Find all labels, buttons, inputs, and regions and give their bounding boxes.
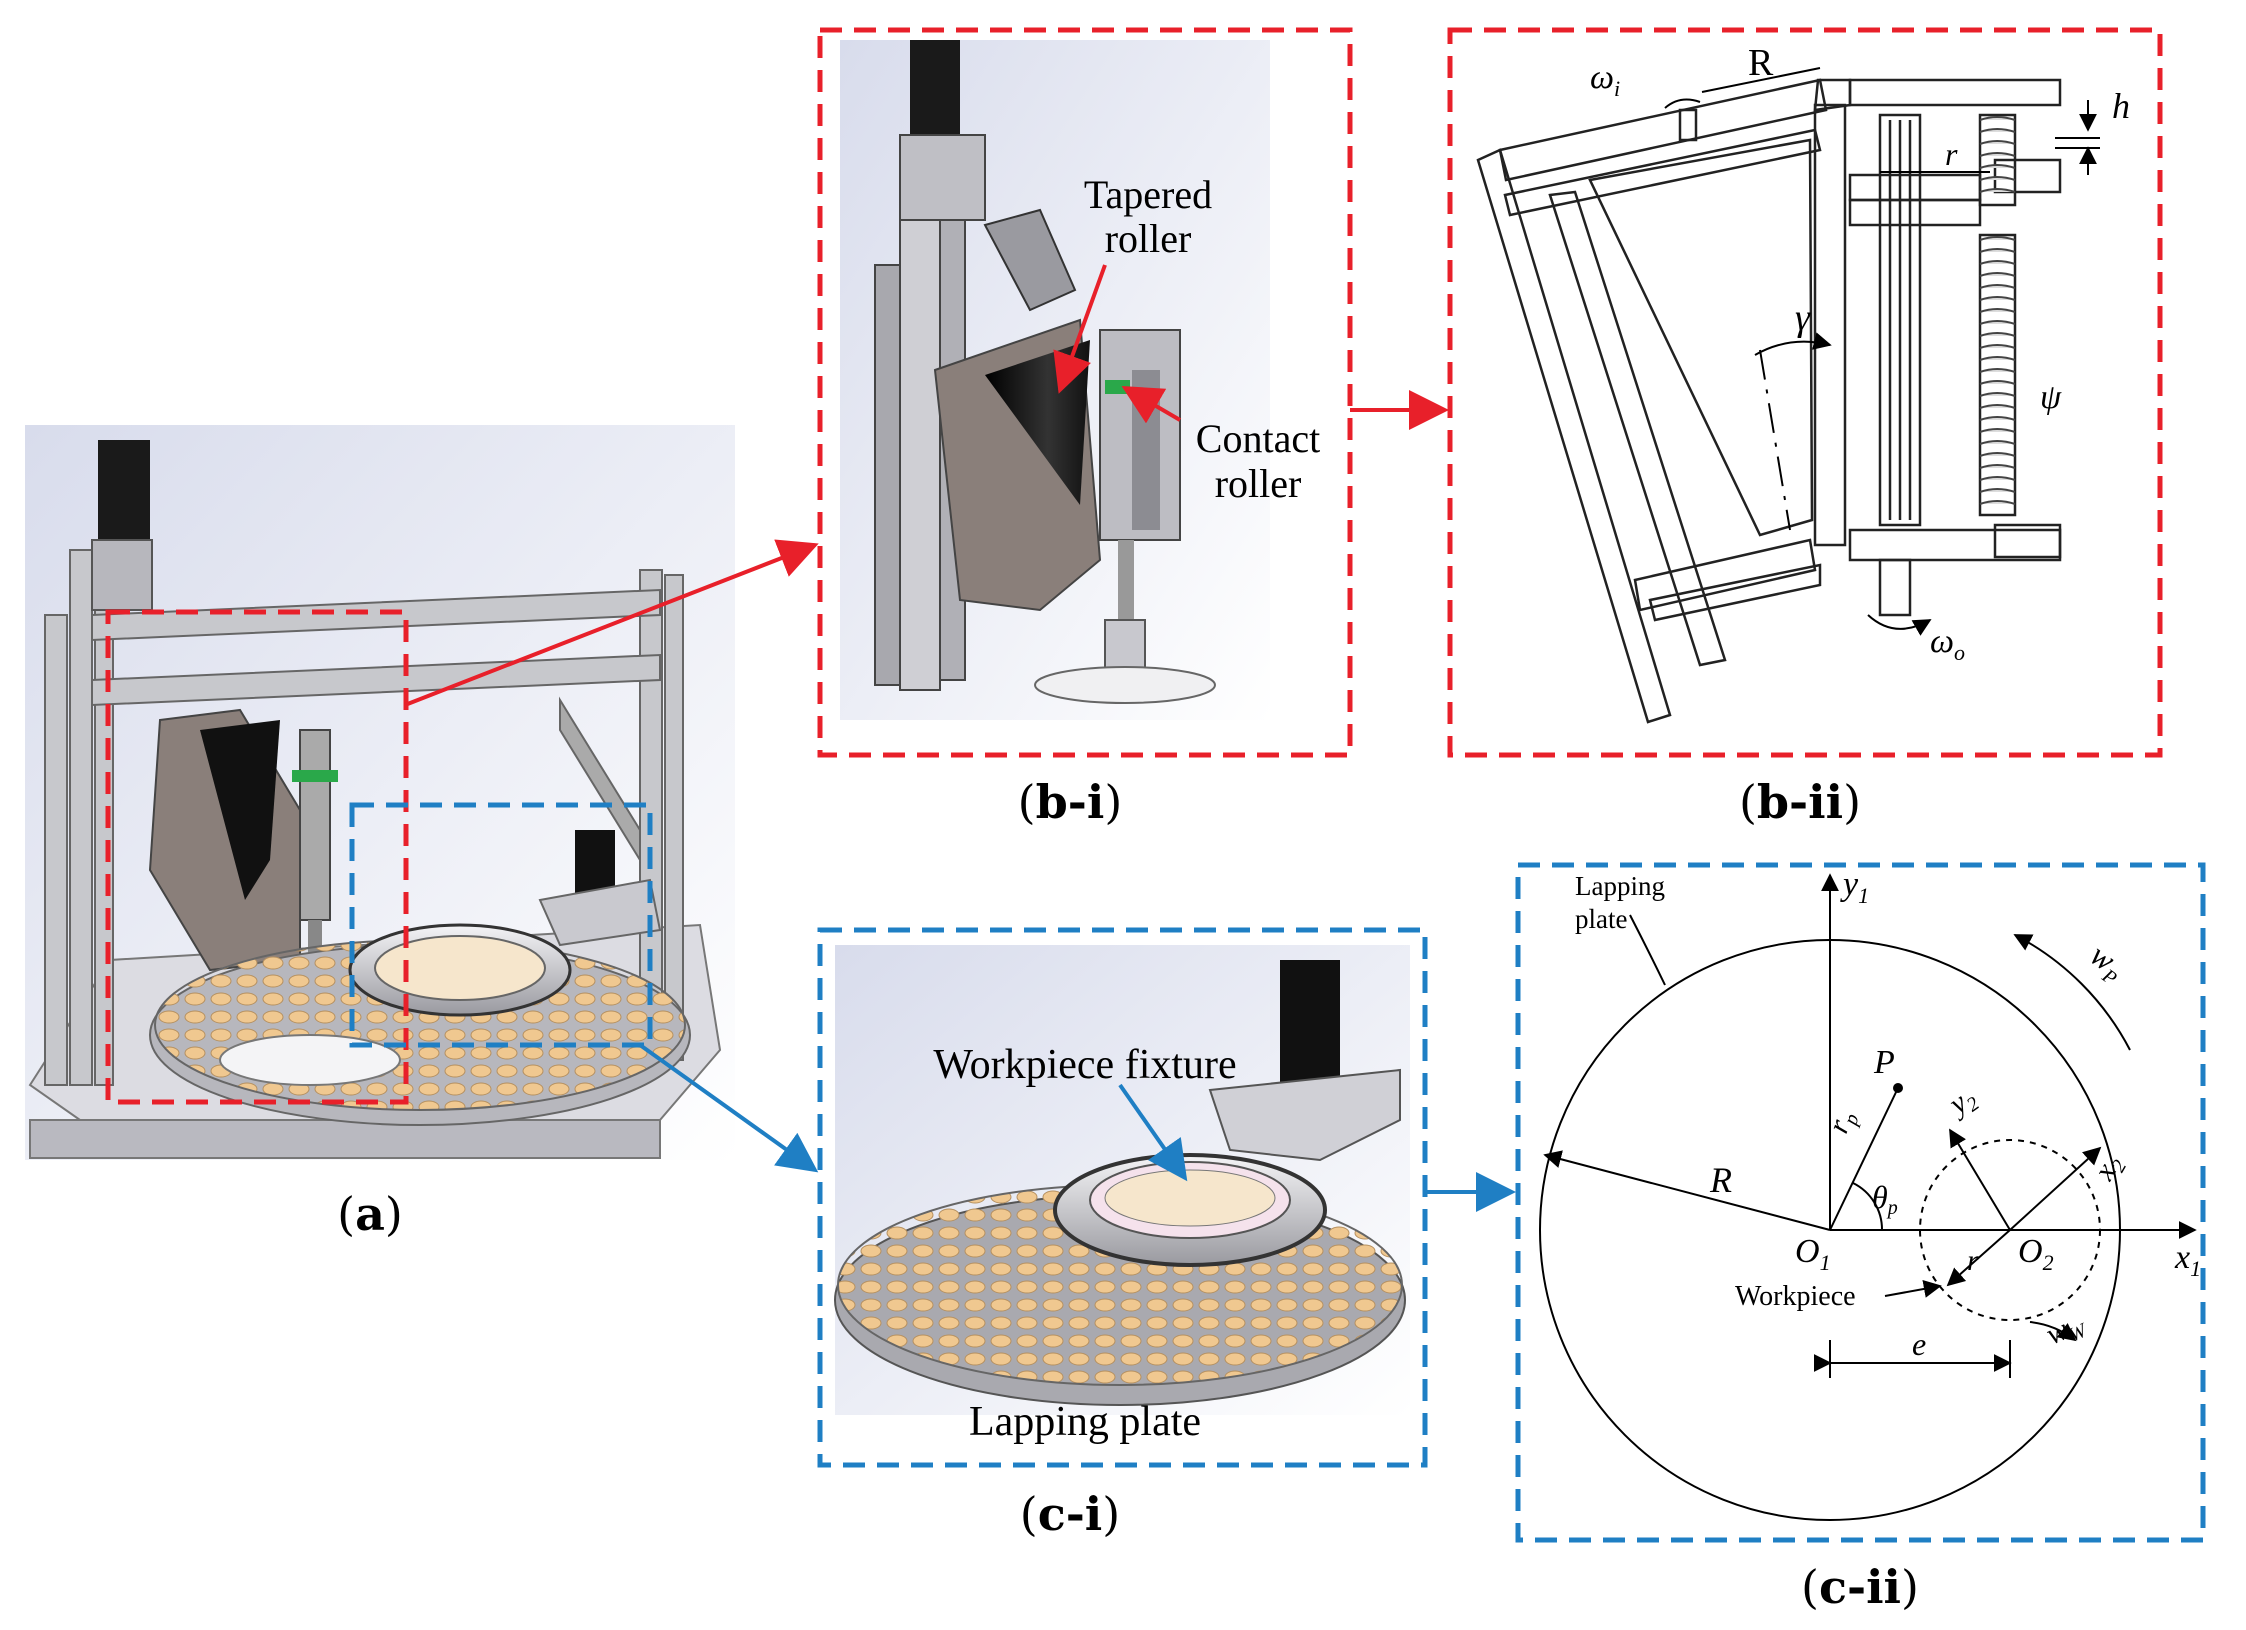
red-dashed-frame-bi: [817, 27, 1353, 758]
symbol-omega-o: ωo: [1930, 623, 1965, 665]
point-P: [1893, 1083, 1903, 1093]
theta-arc: [1852, 1182, 1884, 1231]
lapping-plate-a: [149, 830, 691, 1126]
blue-dashed-frame-ci: [817, 927, 1428, 1468]
symbol-P: P: [1873, 1044, 1895, 1081]
workpiece-leader: [1884, 1280, 1942, 1298]
panel-b-i: Tapered roller Contact roller (b-i): [817, 27, 1353, 829]
symbol-omega-i: ωi: [1590, 59, 1620, 101]
label-tapered: Tapered: [1084, 172, 1212, 217]
r-radius-workpiece: [1946, 1229, 2011, 1287]
caption-b-i: (b-i): [1018, 775, 1123, 829]
symbol-y1: y1: [1840, 866, 1869, 908]
label-roller-1: roller: [1105, 216, 1192, 261]
lapping-plate-ci: [834, 960, 1406, 1406]
symbol-x1: x1: [2174, 1239, 2201, 1281]
symbol-e: e: [1912, 1326, 1926, 1362]
caption-c-ii: (c-ii): [1801, 1560, 1919, 1614]
symbol-r-bii: r: [1945, 136, 1958, 172]
panel-c-i: Workpiece fixture Lapping plate (c-i): [817, 927, 1428, 1541]
y2-axis: [1949, 1128, 2011, 1231]
symbol-O1: O1: [1795, 1233, 1831, 1275]
connector-arrows: [404, 390, 1516, 1212]
red-arrow-a-to-bi: [404, 539, 819, 707]
lapping-plate-leader: [1629, 914, 1666, 986]
panel-a: (a): [25, 425, 735, 1241]
arrow-workpiece-fixture: [1118, 1083, 1188, 1182]
arrow-tapered-roller: [1053, 264, 1107, 394]
caption-a: (a): [337, 1187, 403, 1241]
red-dashed-frame-a: [105, 609, 409, 1105]
panel-b-ii: ωi R h r γ ψ ωo (b-ii): [1447, 27, 2163, 829]
arrow-contact-roller: [1121, 385, 1182, 424]
R-radius: [1543, 1150, 1831, 1231]
label-plate: plate: [1575, 904, 1627, 934]
panel-c-ii: Lapping plate y1 wP P rp y2 x2 R θp O1 r…: [1515, 862, 2206, 1614]
symbol-r-cii: r: [1967, 1244, 1979, 1277]
symbol-R-bii: R: [1748, 42, 1774, 84]
top-motor: [91, 440, 153, 611]
label-contact: Contact: [1196, 416, 1320, 461]
label-workpiece-fixture: Workpiece fixture: [933, 1042, 1236, 1088]
symbol-O2: O2: [2018, 1233, 2054, 1275]
rp-vector: [1829, 1087, 1899, 1231]
red-dashed-frame-bii: [1447, 27, 2163, 758]
symbol-rp: rp: [1822, 1106, 1864, 1139]
label-lapping: Lapping: [1575, 871, 1665, 901]
symbol-y2: y2: [1941, 1080, 1984, 1125]
dimension-lines-bii: [1664, 67, 2100, 636]
symbol-theta-p: θp: [1872, 1179, 1898, 1219]
label-lapping-plate: Lapping plate: [969, 1399, 1201, 1445]
mechanism-drawing: [1476, 78, 2062, 724]
symbol-R-cii: R: [1709, 1160, 1732, 1200]
blue-dashed-frame-cii: [1515, 862, 2206, 1543]
label-roller-2: roller: [1215, 461, 1302, 506]
blue-dashed-frame-a: [349, 802, 653, 1048]
caption-b-ii: (b-ii): [1739, 775, 1861, 829]
kinematic-diagram: [1539, 873, 2197, 1521]
x2-axis: [2009, 1146, 2102, 1231]
wp-arrow: [2013, 934, 2131, 1051]
symbol-gamma: γ: [1795, 297, 1811, 339]
symbol-wp: wP: [2081, 936, 2133, 990]
caption-c-i: (c-i): [1020, 1487, 1120, 1541]
label-workpiece: Workpiece: [1735, 1281, 1856, 1312]
symbol-psi: ψ: [2040, 379, 2062, 416]
blue-arrow-a-to-ci: [638, 1043, 819, 1173]
spring-coils: [1979, 116, 2016, 505]
ww-arrow: [2029, 1321, 2077, 1342]
symbol-ww: wW: [2041, 1305, 2092, 1355]
symbol-h: h: [2112, 86, 2130, 126]
